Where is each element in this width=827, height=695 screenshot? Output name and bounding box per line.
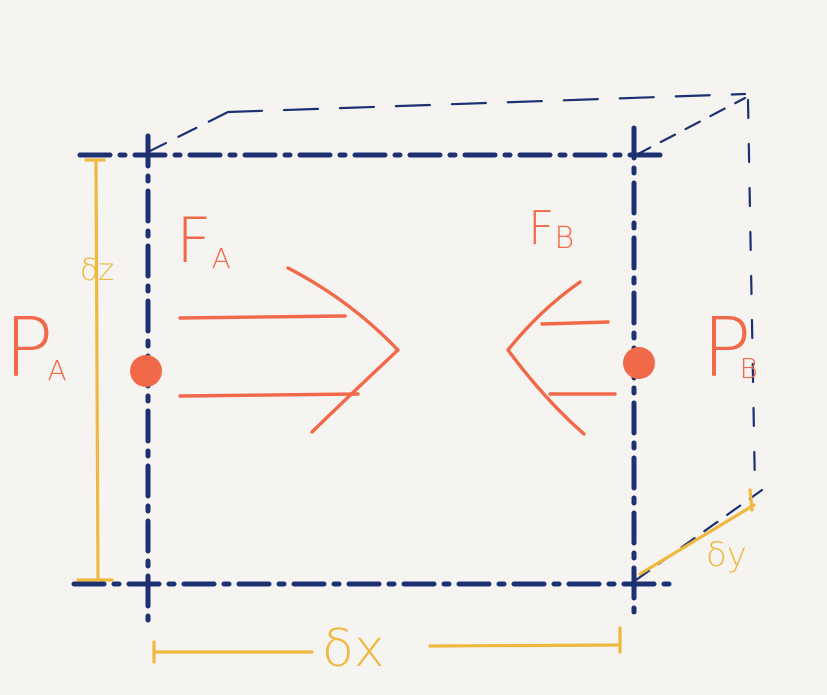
- force-b-subscript: B: [554, 221, 574, 256]
- dimension-delta-z: [76, 158, 114, 582]
- delta-x-label: δx: [322, 619, 385, 679]
- pressure-point-a: [130, 355, 162, 387]
- pressure-b-main: P: [702, 301, 751, 396]
- pressure-b-label: PB: [702, 301, 758, 396]
- pressure-a-label: PA: [4, 301, 67, 396]
- delta-y-label: δy: [706, 535, 747, 575]
- pressure-a-subscript: A: [47, 354, 66, 387]
- back-right-edge: [746, 98, 757, 492]
- depth-bottom-right-edge: [634, 488, 764, 582]
- force-a-main: F: [176, 204, 212, 277]
- dimension-delta-x: [152, 626, 622, 664]
- delta-z-label: δz: [80, 253, 114, 288]
- depth-top-left-edge: [146, 110, 230, 154]
- force-arrow-a: [178, 266, 400, 434]
- force-arrow-b: [506, 280, 617, 436]
- cube-back-edges: [146, 92, 764, 582]
- force-b-label: FB: [528, 201, 574, 256]
- force-a-label: FA: [176, 204, 231, 277]
- depth-top-right-edge: [634, 96, 747, 157]
- pressure-point-b: [623, 347, 655, 379]
- pressure-b-subscript: B: [739, 352, 757, 385]
- back-top-edge: [226, 92, 747, 114]
- dimension-delta-y: [638, 488, 756, 576]
- force-a-subscript: A: [212, 242, 231, 275]
- force-b-main: F: [528, 201, 554, 255]
- pressure-a-main: P: [4, 301, 53, 396]
